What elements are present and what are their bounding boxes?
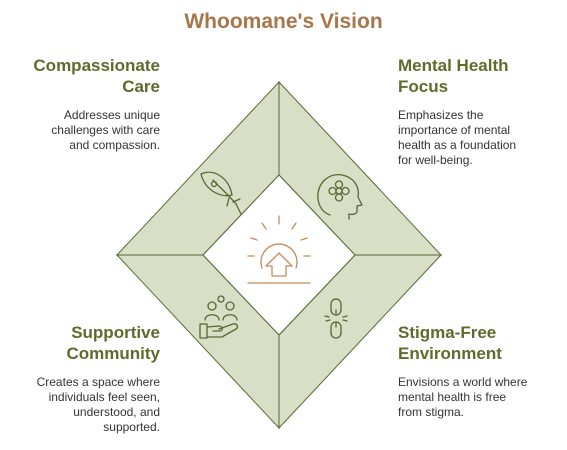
head-flower-icon xyxy=(317,174,363,220)
supportive-community-desc-line: understood, and xyxy=(73,405,160,419)
page-title: Whoomane's Vision xyxy=(184,10,383,33)
supportive-community-desc-line: Creates a space where xyxy=(36,375,160,389)
supportive-community-desc-line: individuals feel seen, xyxy=(48,390,160,404)
supportive-community-heading: Supportive Community xyxy=(20,322,161,364)
sunrise-arrow-icon xyxy=(247,215,311,284)
leaf-icon xyxy=(200,171,242,215)
compassionate-care-heading: Compassionate Care xyxy=(20,55,160,97)
mental-health-focus-description: Emphasizes the importance of mental heal… xyxy=(398,108,558,168)
stigma-free-environment-description: Envisions a world where mental health is… xyxy=(398,375,558,420)
mental-health-focus-desc-line: health as a foundation xyxy=(398,138,517,152)
stigma-free-environment-heading-line2: Environment xyxy=(398,344,502,363)
supportive-community-desc-line: supported. xyxy=(103,420,160,434)
compassionate-care-desc-line: and compassion. xyxy=(69,138,160,152)
stigma-free-environment-heading: Stigma-Free Environment xyxy=(398,322,558,364)
stigma-free-environment-heading-line1: Stigma-Free xyxy=(398,323,497,342)
mental-health-focus-desc-line: Emphasizes the xyxy=(398,108,484,122)
broken-chain-icon xyxy=(324,298,348,339)
compassionate-care-heading-line2: Care xyxy=(122,77,160,96)
supportive-community-heading-line2: Community xyxy=(66,344,161,363)
mental-health-focus-heading-line2: Focus xyxy=(398,77,449,96)
compassionate-care-heading-line1: Compassionate xyxy=(33,56,160,75)
compassionate-care-desc-line: challenges with care xyxy=(51,123,160,137)
mental-health-focus-heading: Mental Health Focus xyxy=(398,55,558,97)
mental-health-focus-desc-line: for well-being. xyxy=(398,153,473,167)
stigma-free-environment-desc-line: from stigma. xyxy=(398,405,465,419)
stigma-free-environment-desc-line: mental health is free xyxy=(398,390,507,404)
supportive-community-description: Creates a space where individuals feel s… xyxy=(5,375,160,435)
stigma-free-environment-desc-line: Envisions a world where xyxy=(398,375,528,389)
compassionate-care-description: Addresses unique challenges with care an… xyxy=(10,108,160,153)
compassionate-care-desc-line: Addresses unique xyxy=(63,108,160,122)
mental-health-focus-heading-line1: Mental Health xyxy=(398,56,509,75)
center-diamond xyxy=(202,174,356,336)
community-hand-icon xyxy=(199,295,239,339)
supportive-community-heading-line1: Supportive xyxy=(71,323,160,342)
mental-health-focus-desc-line: importance of mental xyxy=(398,123,511,137)
